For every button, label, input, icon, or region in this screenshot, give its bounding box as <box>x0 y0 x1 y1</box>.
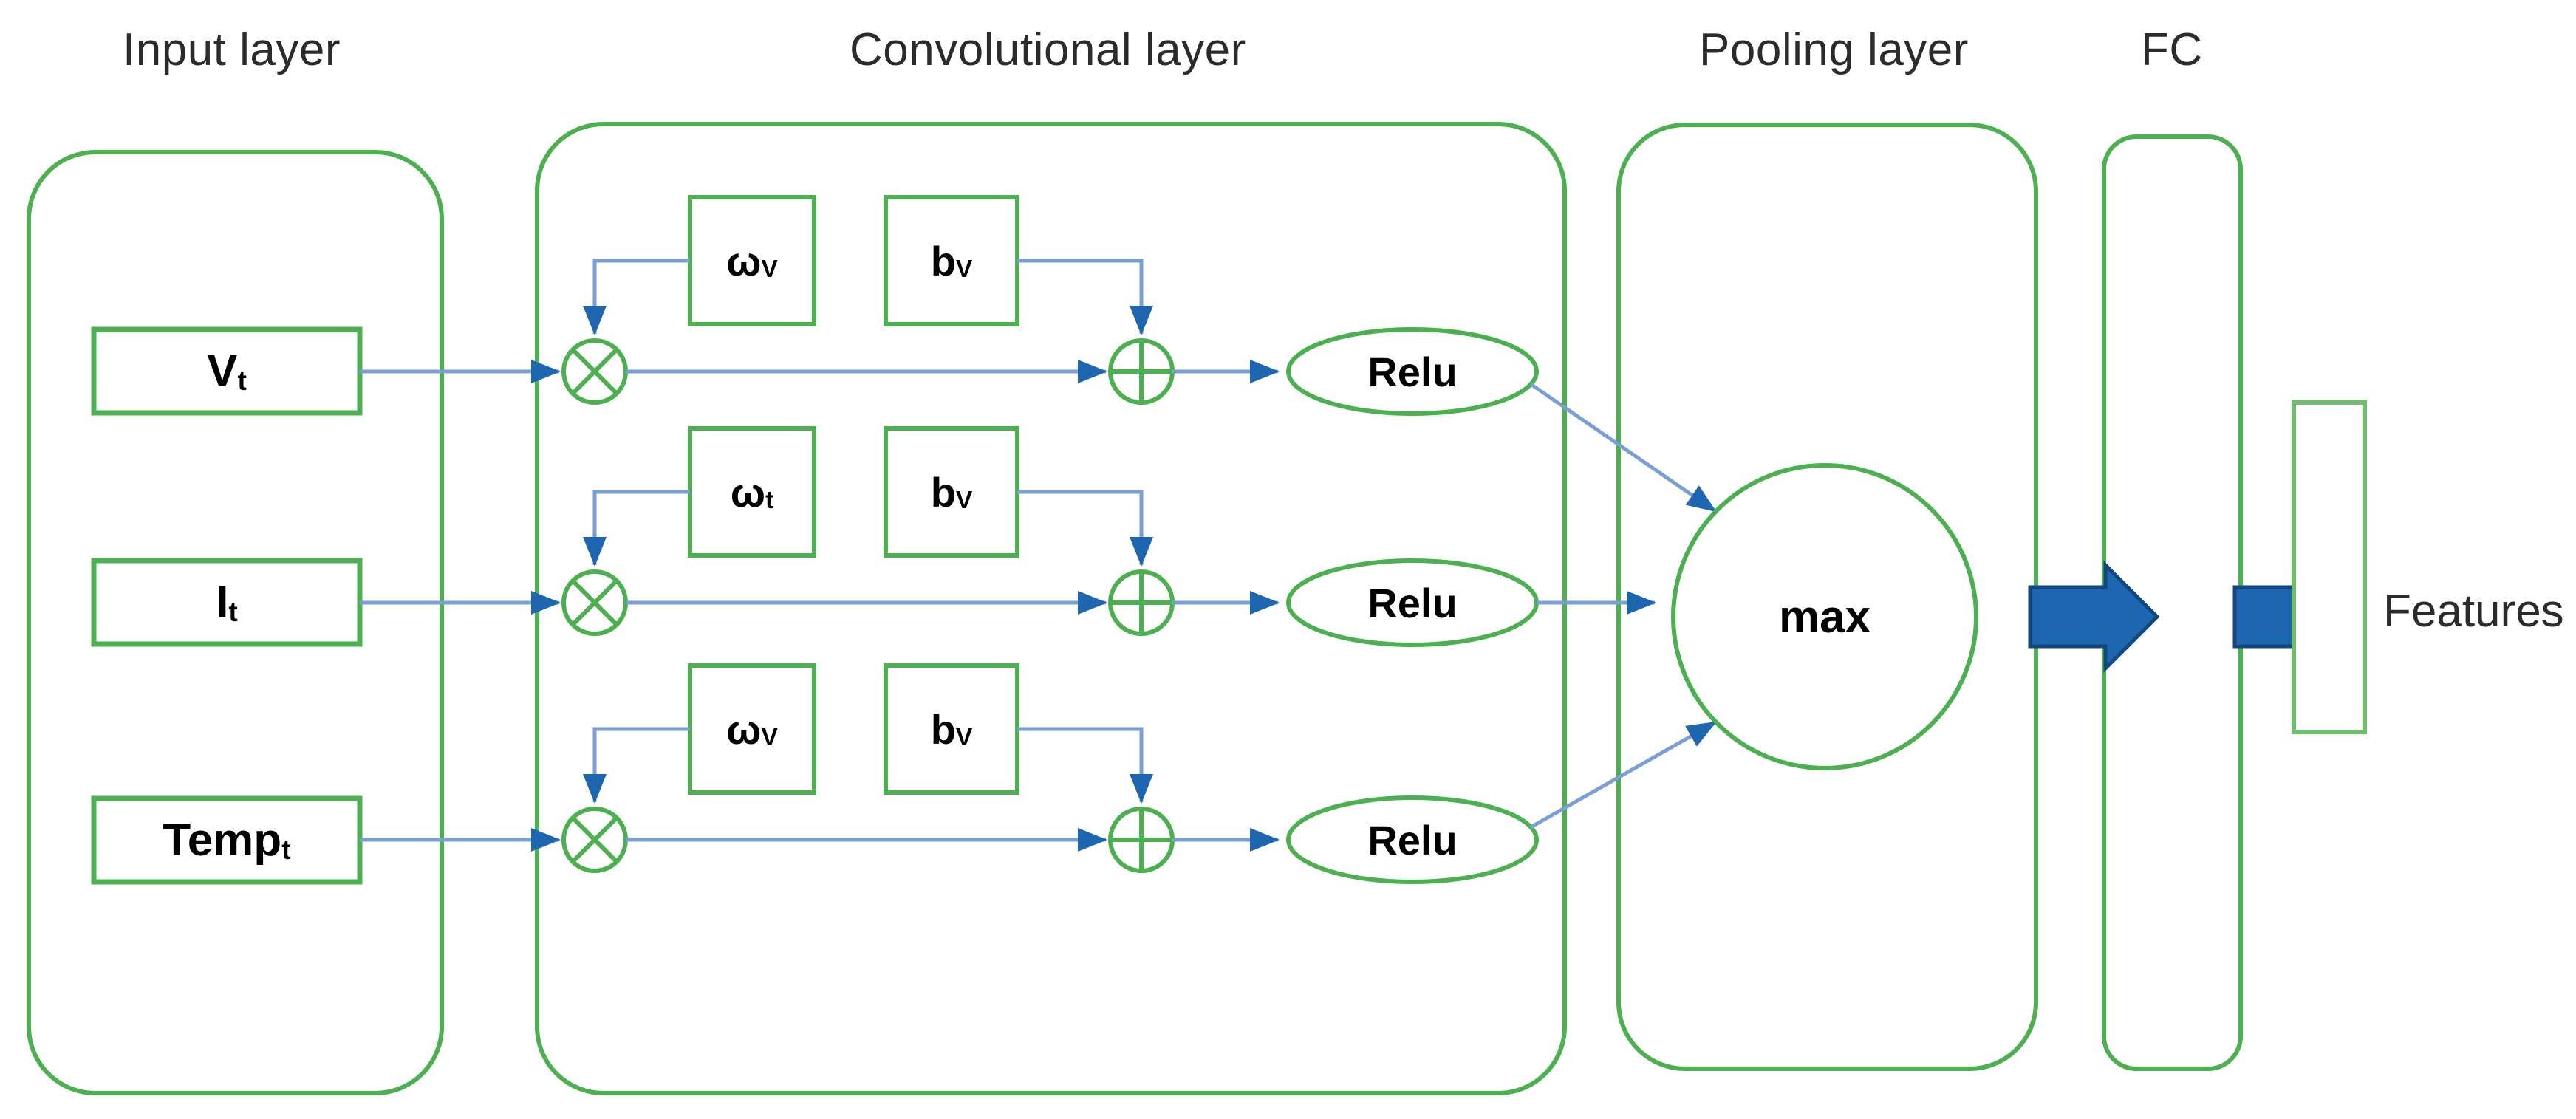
layer-title-convolutional: Convolutional layer <box>850 24 1246 75</box>
relu-label-1: Relu <box>1367 348 1458 395</box>
features-label: Features <box>2383 586 2564 637</box>
layer-title-input: Input layer <box>123 24 341 75</box>
input-panel <box>27 150 444 1095</box>
features-box <box>2292 400 2367 734</box>
bias-label-1-base: b <box>930 237 956 284</box>
weight-label-1-base: ω <box>726 237 762 284</box>
bias-box-bv-3 <box>884 663 1019 795</box>
weight-label-1-sub: V <box>761 255 778 283</box>
input-label-voltage-base: V <box>207 346 238 397</box>
input-label-current-base: I <box>216 577 229 628</box>
input-label-current-sub: t <box>228 595 238 627</box>
wire-relu-to-max-1 <box>1529 382 1717 513</box>
bias-label-2-base: b <box>930 468 956 516</box>
weight-box-wv-1 <box>688 195 816 326</box>
multiply-op-2-stroke-b <box>570 578 619 627</box>
wire-weight-to-mul-1 <box>583 259 690 336</box>
wire-bias-to-add-3 <box>1017 727 1154 804</box>
bias-label-1-sub: V <box>955 255 973 283</box>
wire-bias-to-add-2 <box>1017 490 1154 567</box>
wire-weight-to-mul-3 <box>583 727 690 804</box>
relu-node-3 <box>1286 795 1539 884</box>
conv-row-temperature-vectors <box>91 663 1717 885</box>
input-label-temperature-base: Temp <box>163 815 282 866</box>
conv-row-voltage-vectors <box>91 195 1717 513</box>
input-box-current <box>91 558 363 647</box>
layer-title-fc: FC <box>2141 24 2203 75</box>
weight-label-2-sub: t <box>765 486 774 514</box>
input-box-voltage <box>91 326 363 416</box>
max-pooling-circle <box>1671 463 1978 770</box>
multiply-op-3-stroke-b <box>570 815 619 864</box>
max-pooling-label: max <box>1778 591 1871 643</box>
weight-label-3-base: ω <box>726 705 762 753</box>
input-label-voltage-sub: t <box>237 364 247 396</box>
multiply-op-1-stroke-b <box>570 347 619 396</box>
weight-box-wt-2 <box>688 426 816 558</box>
wire-weight-to-mul-2 <box>583 490 690 567</box>
bias-label-2-sub: V <box>955 486 973 514</box>
weight-label-3-sub: V <box>761 723 778 751</box>
pool-to-fc-arrow <box>2028 560 2160 674</box>
bias-label-3-sub: V <box>955 723 973 751</box>
wire-relu-to-max-3 <box>1529 720 1717 829</box>
input-box-temperature <box>91 795 363 885</box>
weight-label-2-base: ω <box>730 468 766 516</box>
layer-title-pooling: Pooling layer <box>1699 24 1969 75</box>
relu-node-1 <box>1286 327 1539 416</box>
relu-label-2: Relu <box>1367 579 1458 626</box>
conv-row-current-vectors <box>91 426 1657 647</box>
bias-box-bv-2 <box>884 426 1019 558</box>
input-label-temperature-sub: t <box>281 833 291 865</box>
relu-label-3: Relu <box>1367 816 1458 863</box>
bias-label-3-base: b <box>930 705 956 753</box>
wire-bias-to-add-1 <box>1017 259 1154 336</box>
